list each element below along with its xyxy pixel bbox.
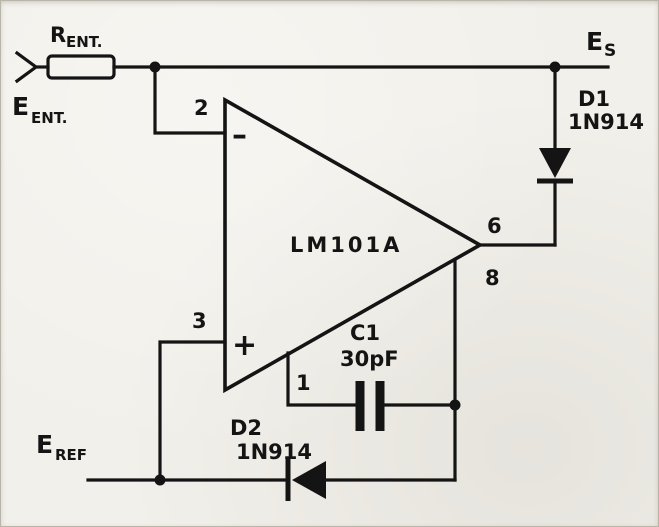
c1-value: 30pF (340, 347, 399, 371)
resistor-label-sub: ENT. (66, 33, 102, 51)
d1-triangle (539, 148, 571, 178)
capacitor-c1: C1 30pF (286, 321, 457, 431)
top-rail (112, 61, 610, 73)
input-terminal (14, 50, 50, 84)
d2-name: D2 (230, 416, 262, 440)
d1-name: D1 (578, 87, 610, 111)
pin3-label: 3 (192, 309, 207, 333)
e-s-sub: S (604, 41, 616, 61)
e-s-base: E (586, 27, 603, 56)
wire-pin3 (158, 340, 227, 482)
e-ref-base: E (36, 430, 53, 459)
input-arrow-icon (14, 50, 39, 84)
opamp-part-label: LM101A (290, 233, 402, 257)
opamp-lm101a: LM101A – + (223, 96, 484, 394)
pin6-label: 6 (487, 214, 502, 238)
resistor-body (46, 54, 116, 80)
label-e-s: E S (586, 27, 616, 61)
e-ref-sub: REF (55, 446, 87, 464)
resistor-r-ent: R ENT. (46, 23, 116, 80)
opamp-body (223, 96, 484, 394)
bottom-rail (86, 474, 457, 486)
d1-part: 1N914 (568, 110, 644, 134)
junction-dot (154, 474, 166, 486)
d2-part: 1N914 (236, 440, 312, 464)
label-e-ref: E REF (36, 430, 87, 464)
e-ent-sub: ENT. (31, 109, 67, 127)
pin2-label: 2 (194, 96, 209, 120)
noninverting-plus-sign: + (232, 328, 257, 363)
label-e-ent: E ENT. (12, 92, 67, 127)
d2-triangle (292, 461, 326, 499)
wire-pin2 (153, 65, 227, 135)
e-ent-base: E (12, 92, 29, 121)
diode-d1: D1 1N914 (537, 65, 644, 247)
c1-name: C1 (350, 321, 380, 345)
pin1-label: 1 (296, 371, 311, 395)
pin8-label: 8 (485, 266, 500, 290)
inverting-minus-sign: – (232, 118, 247, 153)
resistor-label: R (50, 23, 66, 47)
wire-pin1 (286, 351, 357, 407)
diode-d2: D2 1N914 (230, 416, 326, 501)
